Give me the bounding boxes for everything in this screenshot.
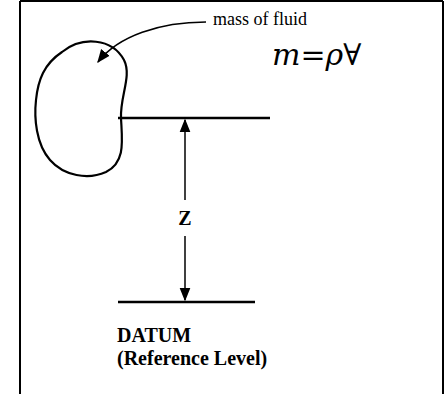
leader-line: [98, 22, 206, 62]
formula-label: m=ρ∀: [272, 38, 361, 71]
frame-line: [20, 0, 443, 2]
datum-label: DATUM: [117, 324, 191, 346]
frame-line: [442, 1, 444, 394]
frame-line: [19, 1, 21, 394]
level-line: [118, 117, 270, 120]
datum-line: [118, 301, 255, 304]
dimension-arrow: [184, 120, 186, 200]
callout-label: mass of fluid: [213, 10, 307, 30]
dimension-label: Z: [175, 207, 194, 229]
datum-note: (Reference Level): [117, 347, 267, 369]
dimension-arrow: [184, 236, 186, 300]
fluid-blob: [35, 42, 126, 176]
